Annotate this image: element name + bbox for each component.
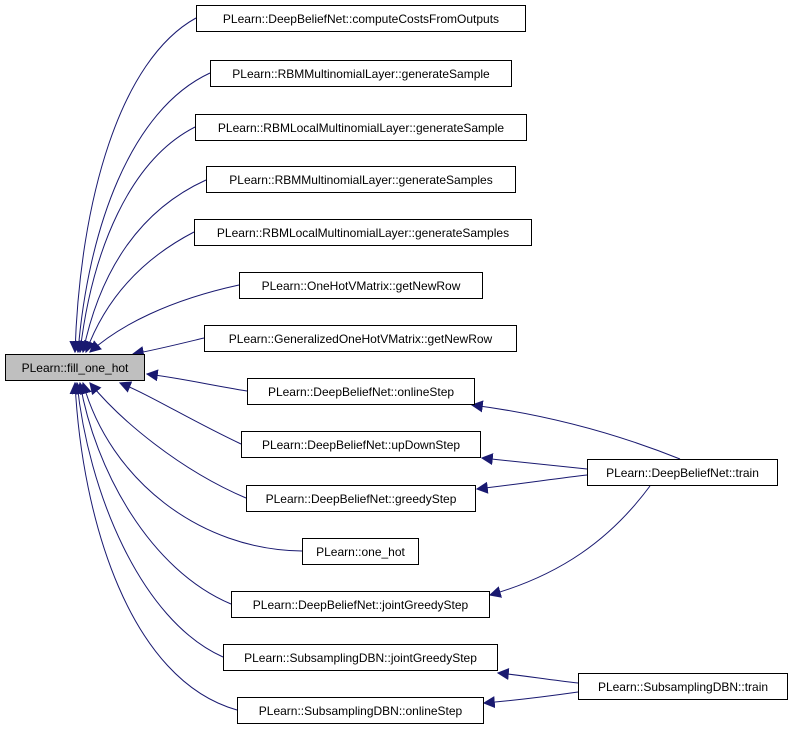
edge-caller-0	[69, 17, 197, 354]
edge-train-dbn-3	[488, 485, 651, 598]
node-subsamplingdbn-jointgreedystep[interactable]: PLearn::SubsamplingDBN::jointGreedyStep	[223, 644, 498, 671]
node-rbmmultinomiallayer-generatesamples[interactable]: PLearn::RBMMultinomialLayer::generateSam…	[206, 166, 516, 193]
edge-caller-11	[75, 381, 232, 605]
node-onehotvmatrix-getnewrow[interactable]: PLearn::OneHotVMatrix::getNewRow	[239, 272, 483, 299]
node-generalizedonehotvmatrix-getnewrow[interactable]: PLearn::GeneralizedOneHotVMatrix::getNew…	[204, 325, 517, 352]
node-deepbeliefnet-greedystep[interactable]: PLearn::DeepBeliefNet::greedyStep	[246, 485, 476, 512]
node-deepbeliefnet-updownstep[interactable]: PLearn::DeepBeliefNet::upDownStep	[241, 431, 481, 458]
edge-train-sdbn-1	[482, 691, 579, 709]
edge-caller-10	[80, 381, 303, 552]
edge-caller-8	[118, 381, 242, 445]
edge-caller-3	[79, 179, 207, 354]
node-subsamplingdbn-onlinestep[interactable]: PLearn::SubsamplingDBN::onlineStep	[237, 697, 484, 724]
node-deepbeliefnet-train[interactable]: PLearn::DeepBeliefNet::train	[587, 459, 778, 486]
node-subsamplingdbn-train[interactable]: PLearn::SubsamplingDBN::train	[578, 673, 788, 700]
node-fill-one-hot: PLearn::fill_one_hot	[5, 354, 145, 381]
edge-train-dbn-1	[480, 453, 588, 470]
node-deepbeliefnet-computecostsfromoutputs[interactable]: PLearn::DeepBeliefNet::computeCostsFromO…	[196, 5, 526, 32]
node-deepbeliefnet-jointgreedystep[interactable]: PLearn::DeepBeliefNet::jointGreedyStep	[231, 591, 490, 618]
edge-train-sdbn-0	[496, 668, 579, 684]
edge-caller-13	[69, 381, 238, 711]
node-rbmmultinomiallayer-generatesample[interactable]: PLearn::RBMMultinomialLayer::generateSam…	[210, 60, 512, 87]
edge-caller-12	[72, 381, 224, 658]
edge-caller-7	[145, 369, 248, 392]
edge-caller-5	[89, 284, 240, 353]
node-deepbeliefnet-onlinestep[interactable]: PLearn::DeepBeliefNet::onlineStep	[247, 378, 475, 405]
node-one-hot[interactable]: PLearn::one_hot	[302, 538, 419, 565]
node-rbmlocalmultinomiallayer-generatesamples[interactable]: PLearn::RBMLocalMultinomialLayer::genera…	[194, 219, 532, 246]
edge-train-dbn-0	[470, 400, 681, 460]
edge-caller-2	[75, 126, 196, 354]
edge-train-dbn-2	[475, 474, 588, 494]
edge-caller-4	[84, 231, 195, 354]
edge-caller-9	[89, 382, 247, 499]
edge-caller-1	[72, 72, 211, 354]
edge-caller-6	[131, 337, 205, 358]
node-rbmlocalmultinomiallayer-generatesample[interactable]: PLearn::RBMLocalMultinomialLayer::genera…	[195, 114, 527, 141]
